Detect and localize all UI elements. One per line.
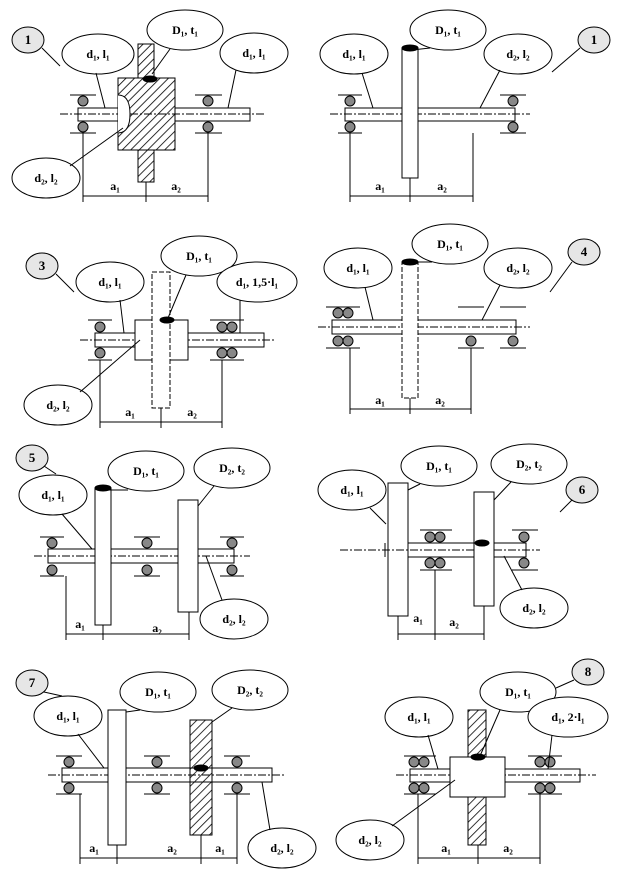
label-d1-l1: d₁, l₁ [98,275,122,289]
label-D1-t1: D₁, t₁ [186,249,212,263]
label-D2-t2: D₂, t₂ [516,457,542,471]
scheme-8 [335,658,609,864]
label-d2-l2: d₂, l₂ [358,833,382,847]
label-D1-t1: D₁, t₁ [437,237,463,251]
dim-a2: a₂ [435,393,445,407]
scheme-3 [23,235,298,428]
label-D2-t2: D₂, t₂ [219,461,245,475]
label-d1-l1: d₁, l₁ [86,47,110,61]
dim-a1: a₁ [375,179,385,193]
dim-a2: a₂ [171,179,181,193]
label-d2-l2: d₂, l₂ [46,398,70,412]
scheme-7 [15,669,317,869]
dim-a1: a₁ [125,405,135,419]
scheme-number: 3 [39,258,46,273]
label-d1-l1: d₁, l₁ [346,261,370,275]
scheme-5 [15,444,271,640]
label-d1-l1: d₁, l₁ [56,709,80,723]
label-D1-t1: D₁, t₁ [133,464,159,478]
dim-a2: a₂ [187,405,197,419]
label-d2-l2: d₂, l₂ [506,47,530,61]
dim-a1: a₁ [89,841,99,855]
dim-a2: a₂ [449,615,459,629]
label-d1-15l1: d₁, 1,5·l₁ [236,275,279,289]
label-d2-l2: d₂, l₂ [270,841,294,855]
dim-a1: a₁ [413,611,423,625]
scheme-1-left [11,9,289,202]
label-D1-t1: D₁, t₁ [435,23,461,37]
label-D2-t2: D₂, t₂ [237,683,263,697]
dim-a1: a₁ [375,393,385,407]
label-d2-l2: d₂, l₂ [34,171,58,185]
dim-a2: a₂ [503,841,513,855]
dim-a1: a₁ [75,617,85,631]
dim-a1: a₁ [441,841,451,855]
scheme-number: 1 [25,32,32,47]
scheme-number: 6 [579,482,586,497]
dim-a2: a₂ [437,179,447,193]
scheme-number: 8 [585,664,592,679]
label-d1-l1: d₁, l₁ [242,46,266,60]
label-d1-l1: d₁, l₁ [407,710,431,724]
label-d1-2l1: d₁, 2·l₁ [551,710,585,724]
label-d2-l2: d₂, l₂ [506,261,530,275]
label-D1-t1: D₁, t₁ [172,23,198,37]
label-D1-t1: D₁, t₁ [505,685,531,699]
label-d2-l2: d₂, l₂ [522,601,546,615]
scheme-number: 1 [591,32,598,47]
label-d2-l2: d₂, l₂ [222,612,246,626]
label-d1-l1: d₁, l₁ [340,483,364,497]
scheme-6 [317,443,599,640]
label-d1-l1: d₁, l₁ [41,488,65,502]
dim-a1: a₁ [215,841,225,855]
scheme-2-right [319,9,611,202]
label-D1-t1: D₁, t₁ [145,685,171,699]
dim-a1: a₁ [110,179,120,193]
scheme-number: 5 [29,450,36,465]
label-D1-t1: D₁, t₁ [426,459,452,473]
scheme-number: 7 [29,675,36,690]
label-d1-l1: d₁, l₁ [342,47,366,61]
dim-a2: a₂ [152,621,162,635]
scheme-number: 4 [581,244,588,259]
scheme-4 [318,223,601,414]
dim-a2: a₂ [167,841,177,855]
